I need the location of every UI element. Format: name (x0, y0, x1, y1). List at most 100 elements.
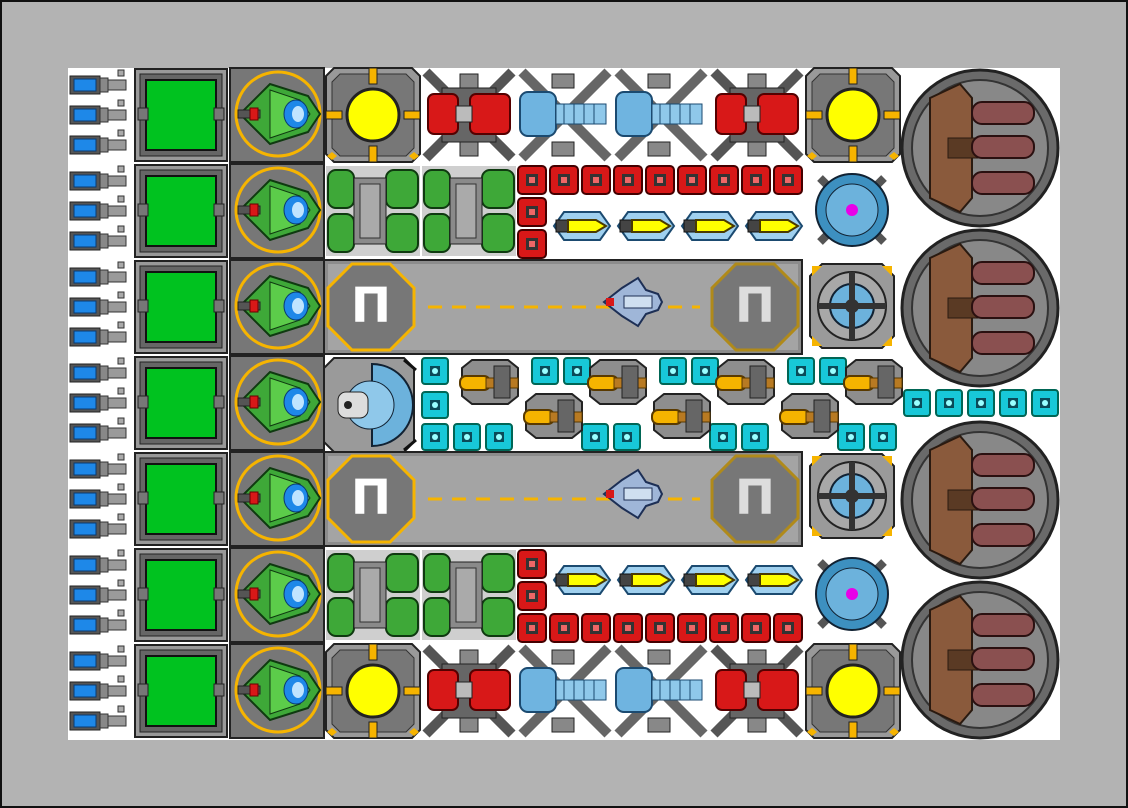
green-storage-module[interactable] (134, 356, 228, 450)
orange-gun-turret[interactable] (809, 453, 895, 539)
red-power-unit[interactable] (710, 68, 804, 162)
blue-coolant-unit[interactable] (614, 68, 708, 162)
orange-gun-turret[interactable] (778, 392, 840, 440)
fighter-craft[interactable] (598, 274, 664, 330)
cyan-shield-cell[interactable] (421, 423, 449, 451)
cyan-shield-cell[interactable] (999, 389, 1027, 417)
orange-gun-turret[interactable] (809, 263, 895, 349)
blue-coolant-unit[interactable] (518, 644, 612, 738)
red-battery-cell[interactable] (549, 165, 579, 195)
cyan-shield-cell[interactable] (709, 423, 737, 451)
hangar-bay[interactable]: Π Π (323, 259, 803, 355)
cyan-shield-cell[interactable] (935, 389, 963, 417)
cyan-shield-cell[interactable] (659, 357, 687, 385)
cyan-shield-cell[interactable] (967, 389, 995, 417)
green-pipe-module[interactable] (422, 548, 516, 642)
red-battery-cell[interactable] (581, 613, 611, 643)
orange-gun-turret[interactable] (458, 358, 520, 406)
blue-thruster-column[interactable] (68, 452, 130, 548)
orange-gun-turret[interactable] (650, 392, 712, 440)
blue-coolant-unit[interactable] (614, 644, 708, 738)
cyan-shield-cell[interactable] (421, 357, 449, 385)
cyan-shield-cell[interactable] (531, 357, 559, 385)
orange-gun-turret[interactable] (586, 358, 648, 406)
yellow-reactor-core[interactable] (805, 67, 901, 163)
cyan-shield-cell[interactable] (741, 423, 769, 451)
cyan-shield-cell[interactable] (485, 423, 513, 451)
cyan-shield-cell[interactable] (1031, 389, 1059, 417)
red-battery-cell[interactable] (773, 165, 803, 195)
heavy-cannon-turret[interactable] (900, 420, 1060, 580)
green-storage-module[interactable] (134, 644, 228, 738)
green-pipe-module[interactable] (422, 164, 516, 258)
blue-thruster-column[interactable] (68, 260, 130, 356)
red-battery-cell[interactable] (741, 165, 771, 195)
red-battery-cell[interactable] (517, 613, 547, 643)
yellow-missile-pod[interactable] (742, 562, 804, 598)
blue-shield-generator[interactable] (810, 168, 894, 252)
green-pipe-module[interactable] (326, 548, 420, 642)
cyan-shield-cell[interactable] (613, 423, 641, 451)
green-pipe-module[interactable] (326, 164, 420, 258)
cyan-shield-cell[interactable] (453, 423, 481, 451)
blue-shield-generator[interactable] (810, 552, 894, 636)
yellow-reactor-core[interactable] (325, 67, 421, 163)
red-battery-cell[interactable] (741, 613, 771, 643)
fighter-craft[interactable] (598, 466, 664, 522)
green-engine-module[interactable] (229, 163, 325, 259)
blue-thruster-column[interactable] (68, 644, 130, 740)
cyan-shield-cell[interactable] (581, 423, 609, 451)
red-battery-cell[interactable] (677, 165, 707, 195)
red-battery-cell[interactable] (645, 613, 675, 643)
yellow-missile-pod[interactable] (614, 208, 676, 244)
green-storage-module[interactable] (134, 68, 228, 162)
red-battery-cell[interactable] (581, 165, 611, 195)
hangar-bay[interactable]: Π Π (323, 451, 803, 547)
red-battery-cell[interactable] (645, 165, 675, 195)
green-storage-module[interactable] (134, 164, 228, 258)
red-battery-cell[interactable] (773, 613, 803, 643)
orange-gun-turret[interactable] (842, 358, 904, 406)
blue-coolant-unit[interactable] (518, 68, 612, 162)
red-battery-cell[interactable] (709, 165, 739, 195)
yellow-reactor-core[interactable] (325, 643, 421, 739)
blue-thruster-column[interactable] (68, 164, 130, 260)
cyan-shield-cell[interactable] (421, 391, 449, 419)
cyan-shield-cell[interactable] (787, 357, 815, 385)
red-battery-cell[interactable] (613, 613, 643, 643)
blue-thruster-column[interactable] (68, 356, 130, 452)
green-engine-module[interactable] (229, 451, 325, 547)
green-storage-module[interactable] (134, 260, 228, 354)
yellow-reactor-core[interactable] (805, 643, 901, 739)
orange-gun-turret[interactable] (714, 358, 776, 406)
red-battery-cell[interactable] (549, 613, 579, 643)
orange-gun-turret[interactable] (522, 392, 584, 440)
yellow-missile-pod[interactable] (678, 562, 740, 598)
green-storage-module[interactable] (134, 548, 228, 642)
red-power-unit[interactable] (422, 644, 516, 738)
green-engine-module[interactable] (229, 643, 325, 739)
cyan-shield-cell[interactable] (869, 423, 897, 451)
cyan-shield-cell[interactable] (837, 423, 865, 451)
yellow-missile-pod[interactable] (614, 562, 676, 598)
red-battery-cell[interactable] (613, 165, 643, 195)
yellow-missile-pod[interactable] (550, 208, 612, 244)
green-engine-module[interactable] (229, 259, 325, 355)
green-storage-module[interactable] (134, 452, 228, 546)
red-battery-cell[interactable] (517, 165, 547, 195)
red-battery-cell[interactable] (677, 613, 707, 643)
green-engine-module[interactable] (229, 67, 325, 163)
red-battery-cell[interactable] (517, 229, 547, 259)
yellow-missile-pod[interactable] (742, 208, 804, 244)
red-battery-cell[interactable] (517, 581, 547, 611)
green-engine-module[interactable] (229, 547, 325, 643)
blue-thruster-column[interactable] (68, 68, 130, 164)
red-battery-cell[interactable] (517, 197, 547, 227)
cockpit-dome[interactable] (323, 357, 418, 453)
red-battery-cell[interactable] (517, 549, 547, 579)
red-battery-cell[interactable] (709, 613, 739, 643)
blue-thruster-column[interactable] (68, 548, 130, 644)
heavy-cannon-turret[interactable] (900, 580, 1060, 740)
heavy-cannon-turret[interactable] (900, 228, 1060, 388)
yellow-missile-pod[interactable] (678, 208, 740, 244)
